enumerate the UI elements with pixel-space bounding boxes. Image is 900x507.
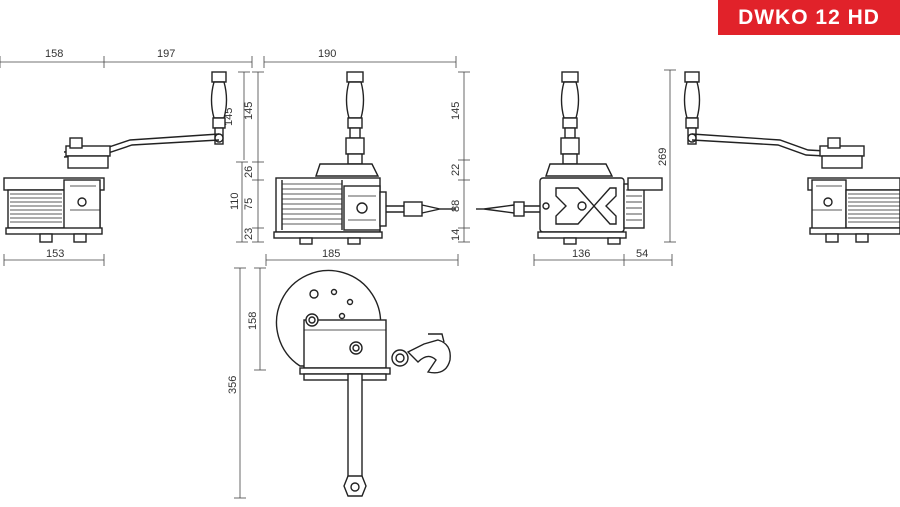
dim-view5-158: 158 [247, 312, 259, 330]
dim-view2-26: 26 [243, 166, 255, 178]
view-side-left: 158 197 145 [0, 48, 253, 266]
dim-view1-153: 153 [46, 248, 64, 260]
dim-view5-356: 356 [227, 376, 239, 394]
dim-view2-145: 145 [243, 102, 255, 120]
dim-view3-88: 88 [450, 200, 462, 212]
dim-view3-145: 145 [450, 102, 462, 120]
dim-view2-23: 23 [243, 228, 255, 240]
dim-view3-14: 14 [450, 229, 462, 241]
dim-view1-197: 197 [157, 48, 175, 60]
dim-view2-75: 75 [243, 198, 255, 210]
dim-view1-158: 158 [45, 48, 63, 60]
dim-view3-54: 54 [636, 248, 648, 260]
dim-view2-190: 190 [318, 48, 336, 60]
dim-view3-22: 22 [450, 164, 462, 176]
model-badge: DWKO 12 HD [718, 0, 900, 35]
dim-view2-185: 185 [322, 248, 340, 260]
view-front: 190 145 26 75 23 110 [229, 48, 459, 266]
view-end: 356 158 [227, 267, 451, 499]
dim-view4-269: 269 [657, 148, 669, 166]
view-side-right: 269 [657, 69, 900, 243]
dim-view3-136: 136 [572, 248, 590, 260]
view-rear: 145 22 88 14 [450, 71, 673, 266]
model-label: DWKO 12 HD [738, 5, 880, 29]
dim-view2-110: 110 [229, 192, 241, 210]
